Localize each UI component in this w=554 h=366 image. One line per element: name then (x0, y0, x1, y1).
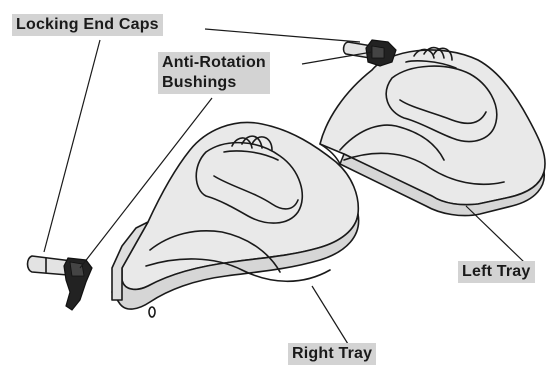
leader-caps-top (205, 29, 360, 42)
top-end-cap (366, 40, 396, 66)
label-right-tray: Right Tray (288, 343, 376, 365)
left-end-cap (64, 258, 92, 310)
leader-right-tray (312, 286, 348, 344)
leader-bushing-top (302, 52, 372, 64)
left-tray-body (320, 50, 545, 205)
label-left-tray: Left Tray (458, 261, 535, 283)
label-anti-rotation-line2: Bushings (162, 73, 266, 93)
leader-left-tray (466, 206, 524, 262)
label-anti-rotation-bushings: Anti-Rotation Bushings (158, 52, 270, 94)
front-hole (149, 307, 155, 317)
label-locking-end-caps: Locking End Caps (12, 14, 163, 36)
leader-caps-left (44, 40, 100, 252)
label-anti-rotation-line1: Anti-Rotation (162, 53, 266, 73)
